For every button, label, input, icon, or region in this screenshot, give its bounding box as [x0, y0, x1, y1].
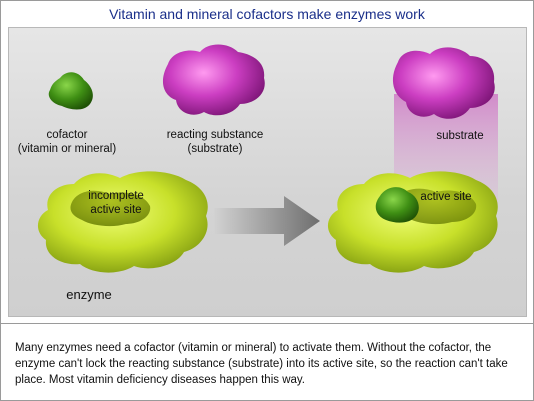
- caption-divider: [0, 323, 534, 324]
- substrate-label: substrate: [436, 130, 484, 142]
- reacting-substance-molecule: [162, 44, 265, 116]
- incomplete-active-site-label: incomplete active site: [88, 190, 144, 216]
- reacting-substance-label: reacting substance (substrate): [166, 129, 264, 155]
- figure-caption: Many enzymes need a cofactor (vitamin or…: [15, 342, 508, 386]
- cofactor-docked: [375, 187, 419, 223]
- cofactor-molecule: [48, 72, 93, 110]
- active-site-label: active site: [420, 191, 472, 203]
- incomplete-active-site-pocket: [70, 190, 151, 227]
- substrate-molecule: [392, 47, 495, 119]
- reaction-arrow: [214, 196, 320, 246]
- enzyme-molecule-right: [327, 171, 498, 273]
- cofactor-label: cofactor (vitamin or mineral): [17, 129, 117, 155]
- figure-title: Vitamin and mineral cofactors make enzym…: [109, 6, 425, 22]
- enzyme-label: enzyme: [66, 287, 112, 302]
